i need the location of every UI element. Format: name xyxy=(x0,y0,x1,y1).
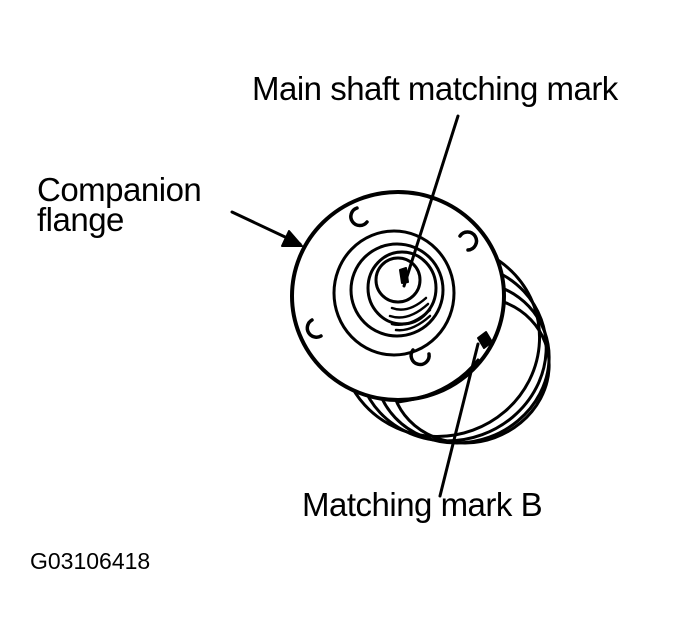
matching-mark-b-tick xyxy=(477,331,493,349)
shaft-face xyxy=(374,256,422,304)
shaft-threads xyxy=(388,296,432,332)
hub-ring-mid xyxy=(349,242,445,338)
main-shaft-matching-mark-label: Main shaft matching mark xyxy=(252,70,618,107)
matching-mark-b-label: Matching mark B xyxy=(302,486,543,523)
leader-main-shaft xyxy=(402,114,460,288)
flange-outer-rim xyxy=(290,190,506,402)
companion-flange-label-line1: Companion xyxy=(37,171,202,208)
figure-code: G03106418 xyxy=(30,548,151,574)
hub-ring-outer xyxy=(332,229,456,357)
bolt-holes xyxy=(305,206,479,367)
arrowhead-companion xyxy=(281,230,303,247)
leader-matching-mark-b xyxy=(438,342,480,498)
companion-flange-label-line2: flange xyxy=(37,201,124,238)
